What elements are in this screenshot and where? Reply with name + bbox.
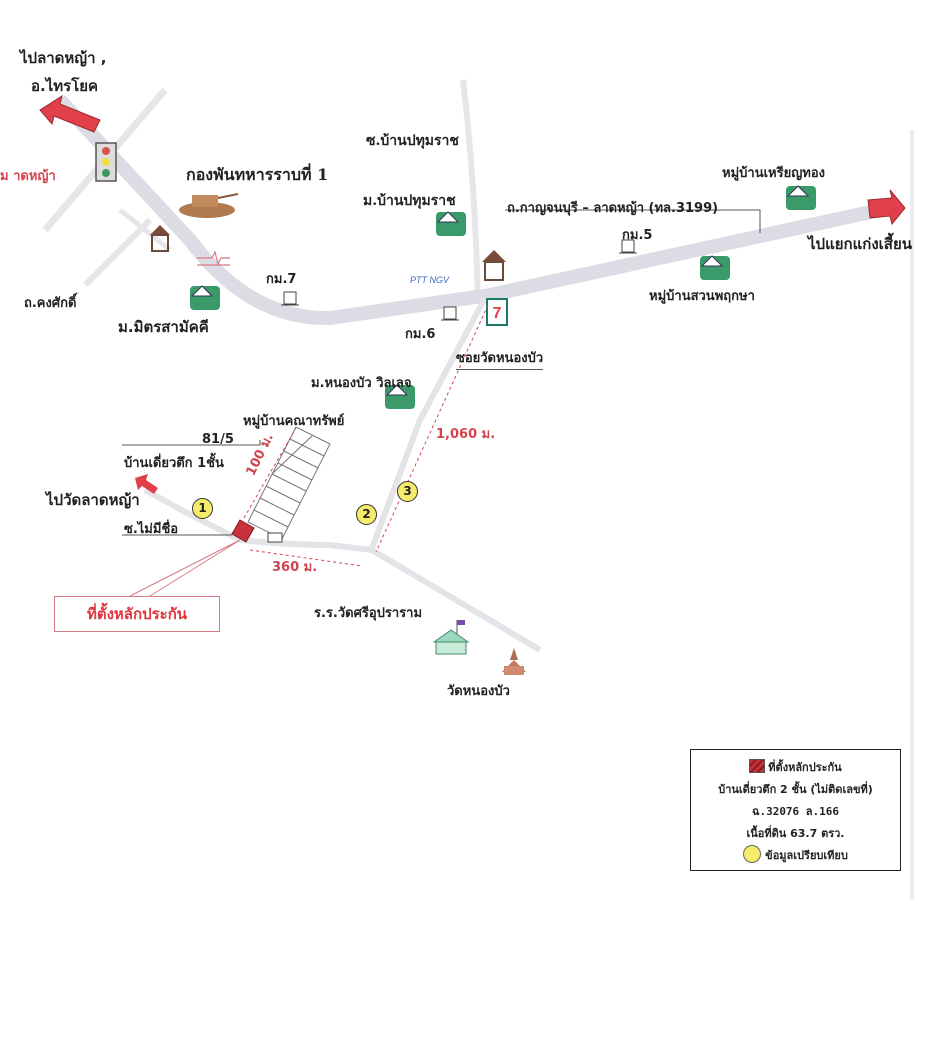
label-temple: วัดหนองบัว xyxy=(447,684,510,699)
pavilion-icon-2 xyxy=(482,250,506,281)
legend-comparison-label: ข้อมูลเปรียบเทียบ xyxy=(765,849,848,862)
callout-pointer xyxy=(129,539,241,597)
dest-lat-ya: ไปลาดหญ้า , xyxy=(20,49,107,67)
comparison-marker-1: 1 xyxy=(192,498,213,519)
label-village-rianthong: หมู่บ้านเหรียญทอง xyxy=(722,166,825,181)
label-school: ร.ร.วัดศรีอุปราราม xyxy=(314,606,423,621)
main-highway xyxy=(54,95,882,326)
dest-kaeng-sian: ไปแยกแก่งเสี้ยน xyxy=(808,235,913,253)
arrow-to-wat-lat-ya xyxy=(135,474,158,494)
label-unnamed-soi: ซ.ไม่มีชื่อ xyxy=(124,522,179,537)
distance-line-100 xyxy=(243,427,297,519)
house-icon xyxy=(267,532,283,543)
arrow-to-lat-ya xyxy=(39,94,101,133)
road-side xyxy=(118,208,172,252)
label-house-no: 81/5 xyxy=(202,432,234,447)
pavilion-icon xyxy=(150,225,170,252)
label-road-khongsak: ถ.คงศักดิ์ xyxy=(24,296,77,311)
km7-marker-icon xyxy=(281,291,299,306)
label-soi-wat-nong-bua: ซอยวัดหนองบัว xyxy=(456,347,544,370)
km6-marker-icon xyxy=(441,306,459,321)
label-lat-ya-partial: ม าดหญ้า xyxy=(0,169,56,184)
label-main-road: ถ.กาญจนบุรี – ลาดหญ้า (ทล.3199) xyxy=(507,201,719,216)
label-nong-bua-village: ม.หนองบัว วิลเลจ xyxy=(311,376,412,391)
label-distance-360: 360 ม. xyxy=(272,560,318,575)
label-km6: กม.6 xyxy=(405,327,436,342)
km5-marker-icon xyxy=(619,239,637,254)
village-icon-mitsamakkhi xyxy=(190,285,220,310)
collateral-swatch-icon xyxy=(749,759,766,773)
village-icon-nong-bua xyxy=(385,384,415,409)
collateral-marker xyxy=(231,519,255,543)
comparison-marker-3: 3 xyxy=(397,481,418,502)
legend-row-collateral: ที่ตั้งหลักประกัน xyxy=(691,758,900,776)
leader-main-road xyxy=(505,209,761,233)
label-house-type: บ้านเดี่ยวตึก 1ชั้น xyxy=(124,456,224,471)
temple-icon xyxy=(502,648,526,675)
legend-row-area: เนื้อที่ดิน 63.7 ตรว. xyxy=(746,827,845,840)
legend-collateral-label: ที่ตั้งหลักประกัน xyxy=(768,761,842,774)
legend-row-house: บ้านเดี่ยวตึก 2 ชั้น (ไม่ติดเลขที่) xyxy=(718,783,873,796)
label-village-mitsamakkhi: ม.มิตรสามัคคี xyxy=(118,318,209,336)
seven-eleven-icon: 7 xyxy=(486,298,508,326)
legend-row-comparison: ข้อมูลเปรียบเทียบ xyxy=(691,845,900,864)
school-icon xyxy=(432,620,470,655)
tank-icon xyxy=(179,193,239,218)
village-icon-rianthong xyxy=(786,185,816,210)
arrow-to-kaeng-sian xyxy=(867,189,906,226)
label-moo-ban-pathumrat: ม.บ้านปทุมราช xyxy=(363,193,456,209)
label-khanathap-village: หมู่บ้านคณาทรัพย์ xyxy=(243,414,345,429)
village-icon-suan-phruksa xyxy=(700,255,730,280)
road-soi-pathumrat xyxy=(460,79,481,301)
ptt-ngv-logo: PTT NGV xyxy=(410,275,450,285)
label-village-suan-phruksa: หมู่บ้านสวนพฤกษา xyxy=(649,289,755,304)
label-km5: กม.5 xyxy=(622,228,653,243)
distance-line-360 xyxy=(249,549,363,567)
village-icon-pathumrat xyxy=(436,211,466,236)
road-lower xyxy=(143,487,542,653)
label-km7: กม.7 xyxy=(266,272,297,287)
comparison-marker-2: 2 xyxy=(356,504,377,525)
road-soi-wat-nong-bua xyxy=(369,296,488,550)
label-army-base: กองพันทหารราบที่ 1 xyxy=(186,165,329,184)
collateral-callout: ที่ตั้งหลักประกัน xyxy=(54,596,220,632)
dest-wat-lat-ya: ไปวัดลาดหญ้า xyxy=(46,491,140,509)
legend-row-deed: ฉ.32076 ล.166 xyxy=(751,805,840,818)
comparison-circle-icon xyxy=(743,845,762,863)
leader-house xyxy=(122,440,261,446)
dest-sai-yok: อ.ไทรโยค xyxy=(31,77,99,95)
svg-text:7: 7 xyxy=(493,305,502,322)
road-khongsak xyxy=(82,217,153,288)
traffic-light-icon xyxy=(95,142,117,182)
legend: ที่ตั้งหลักประกัน บ้านเดี่ยวตึก 2 ชั้น (… xyxy=(690,749,901,871)
label-soi-pathumrat: ซ.บ้านปทุมราช xyxy=(366,133,459,149)
bridge-icon xyxy=(197,250,230,266)
label-distance-1060: 1,060 ม. xyxy=(436,427,496,442)
